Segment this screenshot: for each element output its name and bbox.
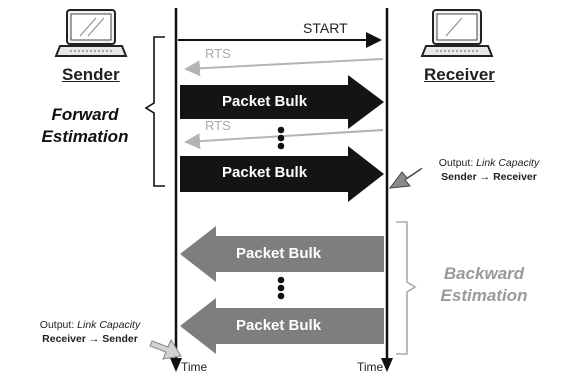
sender-time-label: Time xyxy=(181,360,208,374)
forward-estimation-line2: Estimation xyxy=(41,127,129,146)
receiver-label: Receiver xyxy=(424,65,495,84)
receiver-laptop-icon xyxy=(420,9,494,57)
sender-label: Sender xyxy=(62,65,120,84)
forward-brace xyxy=(144,36,165,187)
forward-bulk-label-1: Packet Bulk xyxy=(222,93,308,110)
forward-bulk-label-2: Packet Bulk xyxy=(222,164,308,181)
rts-arrow-2 xyxy=(184,129,384,150)
rts-arrow-1 xyxy=(184,58,384,77)
forward-estimation-label: Forward Estimation xyxy=(30,104,140,148)
output-forward: Output: Link Capacity Sender → Receiver xyxy=(420,156,558,184)
start-label: START xyxy=(303,20,348,36)
output-forward-direction: Sender → Receiver xyxy=(441,171,537,183)
output-forward-pointer xyxy=(388,167,423,189)
forward-bulk-arrow-2 xyxy=(180,146,384,202)
forward-dots xyxy=(277,126,285,150)
output-backward-metric: Link Capacity xyxy=(77,319,141,331)
rts-label-1: RTS xyxy=(205,46,231,61)
rts-label-2: RTS xyxy=(205,118,231,133)
backward-estimation-label: Backward Estimation xyxy=(421,263,547,307)
output-backward-pointer xyxy=(149,338,182,360)
receiver-timeline-arrowhead xyxy=(381,358,393,372)
backward-bulk-label-1: Packet Bulk xyxy=(236,245,322,262)
sender-laptop-icon xyxy=(54,9,128,57)
output-forward-prefix: Output: xyxy=(438,157,474,169)
output-backward-direction: Receiver → Sender xyxy=(42,333,138,345)
output-backward-prefix: Output: xyxy=(39,319,75,331)
output-backward: Output: Link Capacity Receiver → Sender xyxy=(4,318,176,346)
backward-estimation-line1: Backward xyxy=(443,264,525,283)
output-forward-metric: Link Capacity xyxy=(476,157,540,169)
backward-bulk-arrow-1 xyxy=(180,226,384,282)
backward-bulk-arrow-2 xyxy=(180,298,384,354)
sender-timeline-arrowhead xyxy=(170,358,182,372)
backward-estimation-line2: Estimation xyxy=(440,286,528,305)
backward-brace xyxy=(396,221,417,355)
backward-bulk-label-2: Packet Bulk xyxy=(236,317,322,334)
forward-bulk-arrow-1 xyxy=(180,75,384,129)
receiver-time-label: Time xyxy=(357,360,384,374)
forward-estimation-line1: Forward xyxy=(51,105,119,124)
backward-dots xyxy=(277,276,285,300)
